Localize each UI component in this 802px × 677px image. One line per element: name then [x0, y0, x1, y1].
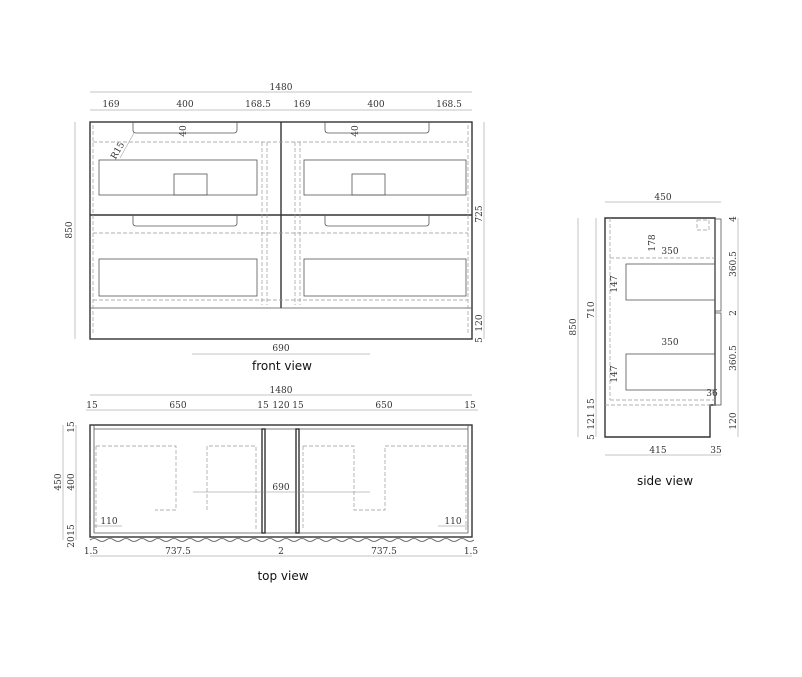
dim-label: 360.5 — [729, 345, 739, 371]
center-panel — [261, 428, 266, 534]
dim-label: 737.5 — [165, 547, 191, 557]
plumbing-cutout — [351, 173, 386, 196]
dim-label: 1.5 — [464, 547, 479, 557]
dim-label: 710 — [587, 301, 597, 318]
door-upper — [714, 218, 722, 312]
dim-label: 147 — [610, 365, 620, 382]
top-view-caption: top view — [257, 569, 308, 583]
dim-label: 650 — [375, 401, 392, 411]
dim-label: 725 — [475, 205, 485, 222]
side-view: 450 178 350 147 350 147 36 850 710 15 12… — [569, 193, 739, 488]
dim-label: 2 — [729, 310, 739, 316]
plumbing-cutout — [173, 173, 208, 196]
dim-label: 350 — [661, 247, 678, 257]
drawer-box — [625, 263, 716, 301]
dim-label: 169 — [293, 100, 310, 110]
dim-label: 35 — [710, 446, 722, 456]
dim-label: 5 — [587, 434, 597, 440]
dim-label: 168.5 — [245, 100, 271, 110]
dim-handle-depth: 40 — [179, 125, 189, 137]
dim-label: 168.5 — [436, 100, 462, 110]
cabinet-outline — [89, 424, 473, 538]
dim-label: 36 — [706, 389, 718, 399]
dim-overall-width: 1480 — [270, 83, 293, 93]
dim-label: 4 — [729, 216, 739, 222]
dim-overall-depth: 450 — [654, 193, 671, 203]
hidden-lines — [92, 125, 469, 335]
dim-label: 400 — [67, 473, 77, 490]
dim-radius: R15 — [109, 140, 127, 161]
dim-label: 20 — [67, 536, 77, 548]
dim-notch: 110 — [444, 517, 461, 527]
dim-label: 120 — [729, 412, 739, 429]
dim-label: 15 — [86, 401, 98, 411]
side-view-caption: side view — [637, 474, 693, 488]
dim-label: 169 — [102, 100, 119, 110]
plumbing-trap — [696, 219, 710, 231]
dim-label: 360.5 — [729, 251, 739, 277]
dim-label: 400 — [367, 100, 384, 110]
side-outline — [604, 217, 716, 438]
dim-label: 350 — [661, 338, 678, 348]
handle-recess — [132, 122, 238, 134]
dim-label: 15 — [67, 524, 77, 536]
dim-label: 121 — [587, 412, 597, 429]
dim-label: 15 — [464, 401, 476, 411]
dim-label: 2 — [278, 547, 284, 557]
dim-label: 120 — [475, 314, 485, 331]
dim-label: 737.5 — [371, 547, 397, 557]
dim-overall-width: 1480 — [270, 386, 293, 396]
door-front-edge — [89, 538, 475, 542]
drawer-box — [98, 159, 258, 196]
dim-label: 15 — [67, 421, 77, 433]
front-view-caption: front view — [252, 359, 312, 373]
dim-label: 15 — [292, 401, 304, 411]
dim-overall-height: 850 — [65, 221, 75, 238]
dim-label: 120 — [272, 401, 289, 411]
dim-label: 850 — [569, 318, 579, 335]
top-view: 1480 15 650 15 120 15 650 15 690 110 110… — [54, 386, 478, 583]
drawer-box — [303, 258, 467, 297]
dim-handle-depth: 40 — [351, 125, 361, 137]
dim-basin-spacing: 690 — [272, 344, 289, 354]
dim-label: 15 — [257, 401, 269, 411]
dim-label: 1.5 — [84, 547, 99, 557]
dim-notch: 110 — [100, 517, 117, 527]
drawer-box — [625, 353, 716, 391]
dim-basin-spacing: 690 — [272, 483, 289, 493]
dim-label: 415 — [649, 446, 666, 456]
handle-recess — [132, 215, 238, 227]
dim-label: 178 — [648, 234, 658, 251]
front-view: 1480 169 400 168.5 169 400 168.5 40 40 R… — [65, 83, 485, 373]
panel-lines — [93, 425, 469, 534]
center-panel — [295, 428, 300, 534]
hidden-lines — [95, 445, 467, 530]
dim-label: 147 — [610, 275, 620, 292]
dim-label: 650 — [169, 401, 186, 411]
dim-label: 5 — [475, 337, 485, 343]
drawer-box — [98, 258, 258, 297]
dim-label: 450 — [54, 473, 64, 490]
hidden-lines — [605, 218, 715, 406]
dim-label: 15 — [587, 398, 597, 410]
handle-recess — [324, 215, 430, 227]
dim-label: 400 — [176, 100, 193, 110]
leader-line — [119, 132, 135, 159]
handle-recess — [324, 122, 430, 134]
